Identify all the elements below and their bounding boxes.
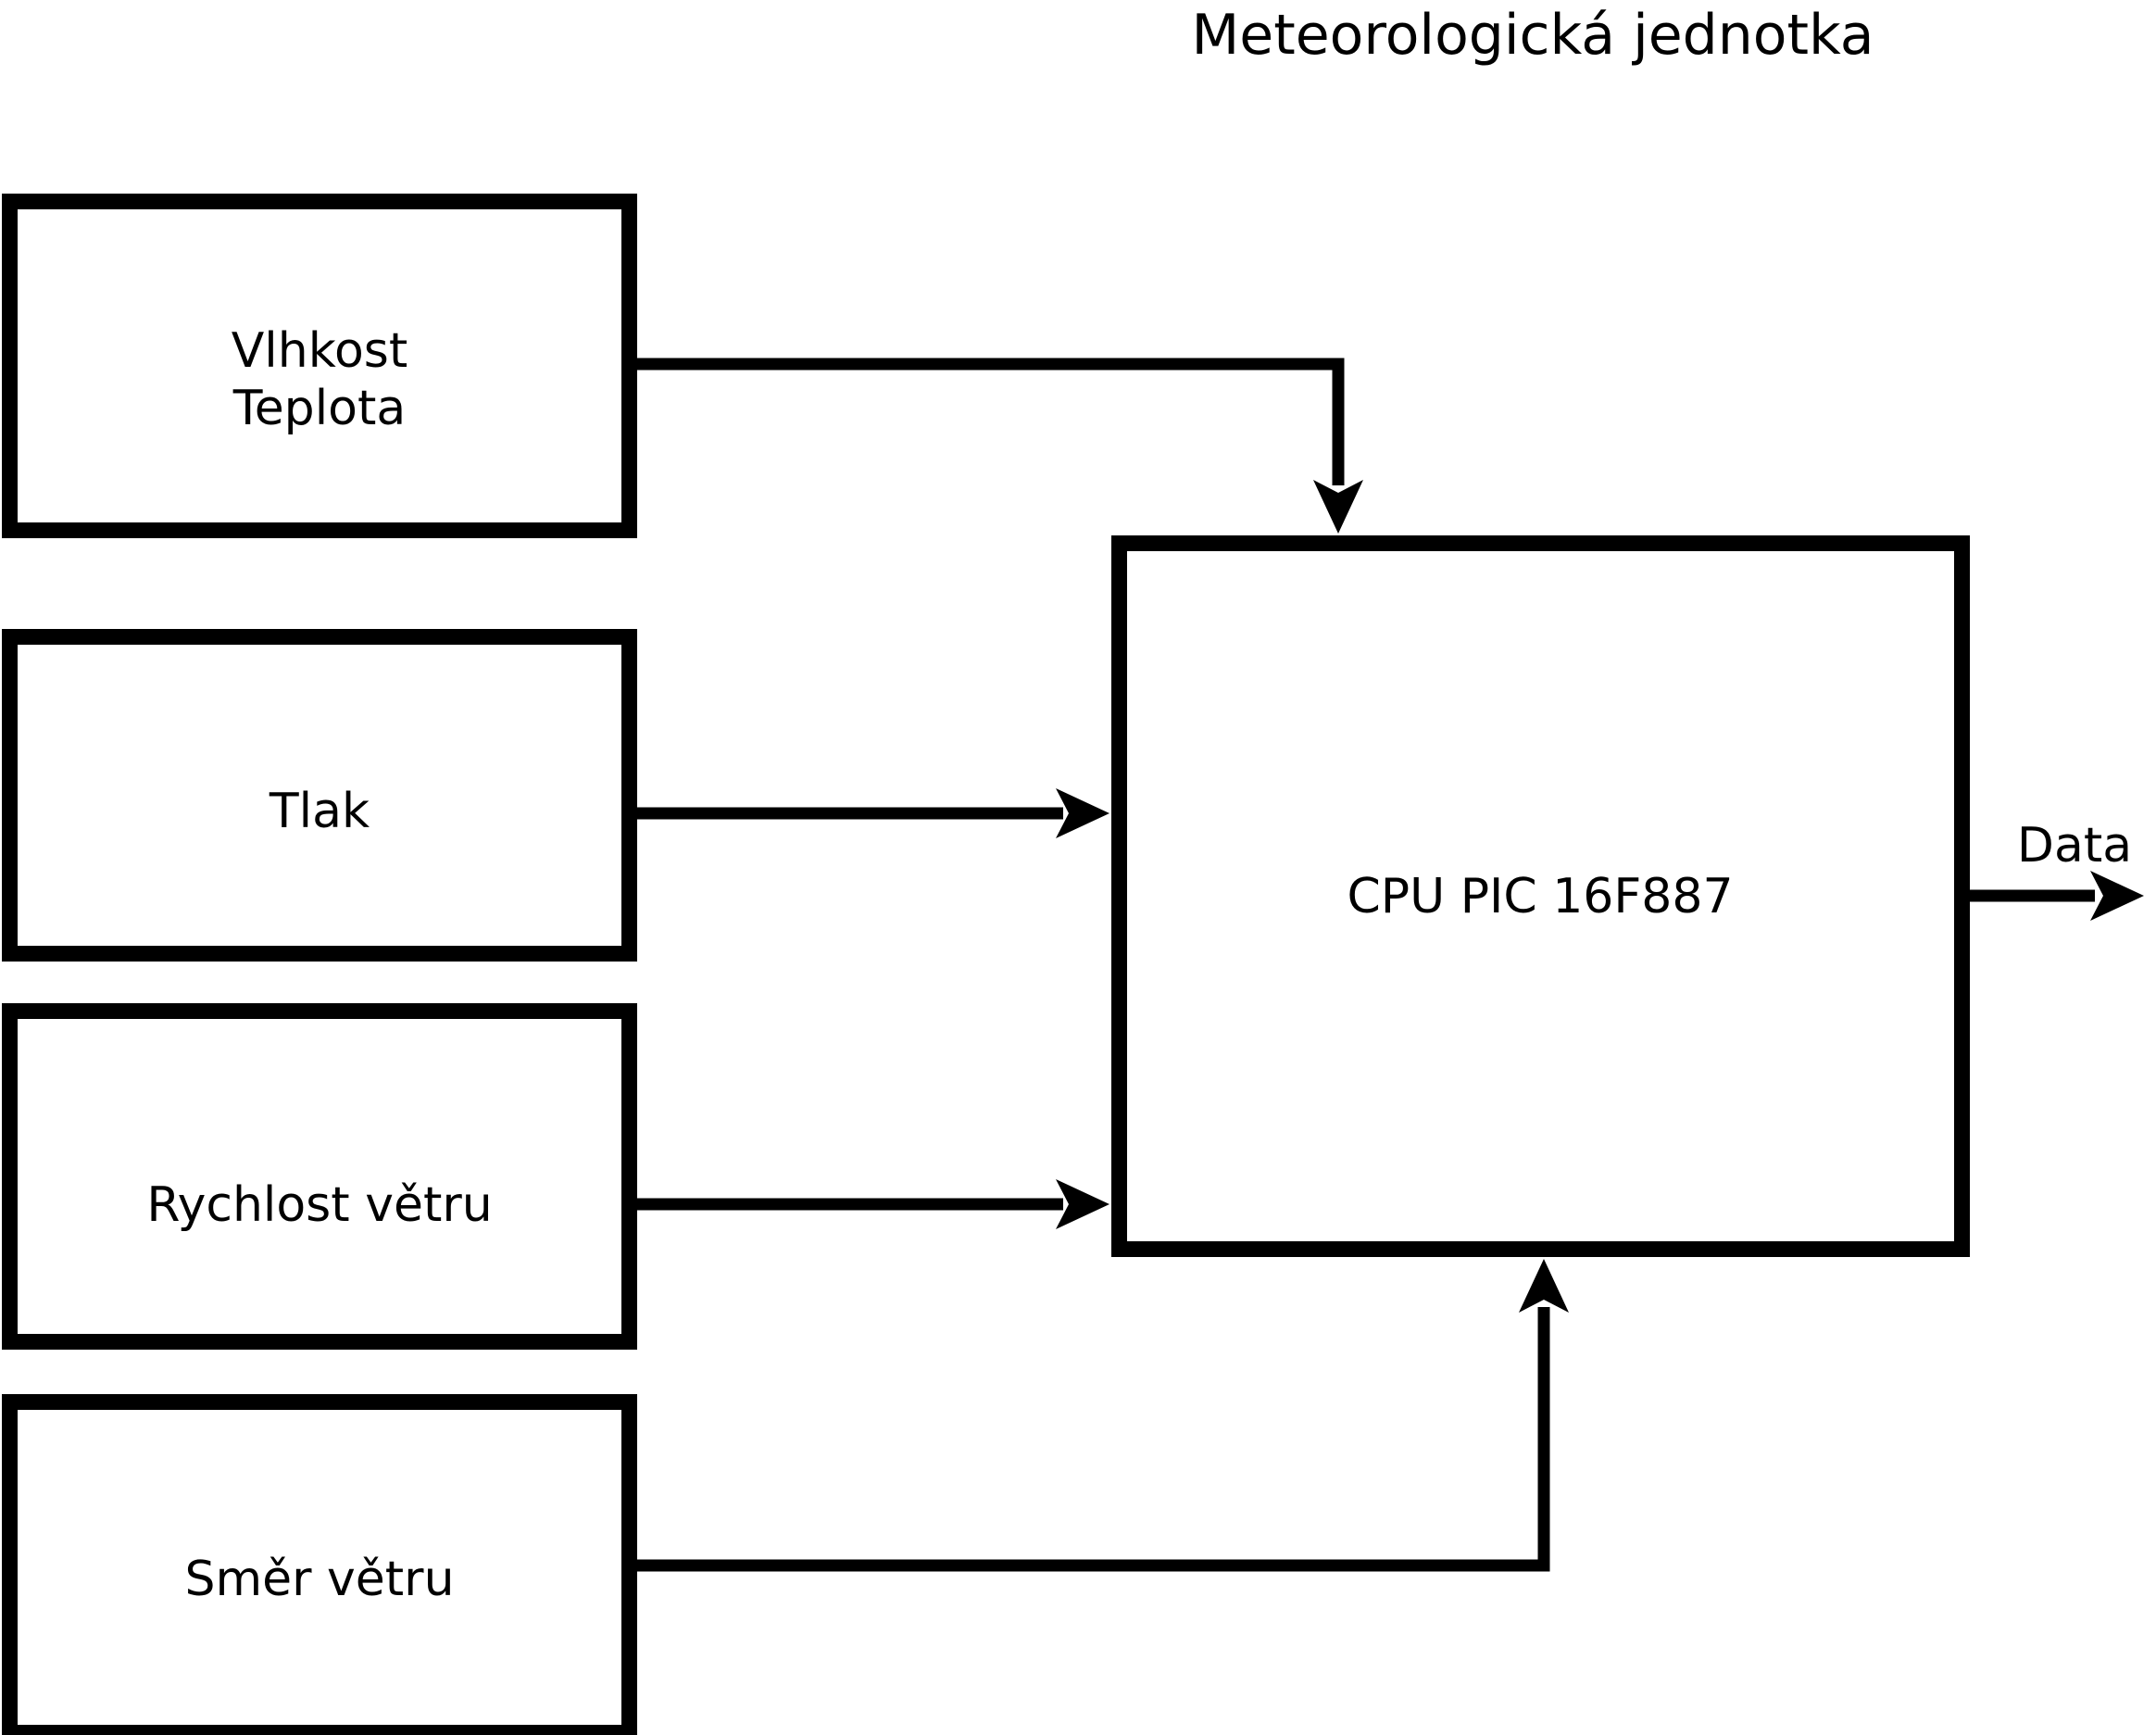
diagram-title: Meteorologická jednotka	[1192, 3, 1874, 68]
arrowhead-down-icon	[1313, 480, 1363, 534]
arrowhead-right-icon	[1056, 788, 1109, 838]
pressure-box	[2, 629, 637, 962]
arrowhead-up-icon	[1519, 1259, 1569, 1313]
connector-humidity-to-cpu	[637, 358, 1345, 485]
wind-speed-label: Rychlost větru	[146, 1177, 492, 1233]
arrowhead-right-icon	[1056, 1179, 1109, 1229]
cpu-box	[1111, 535, 1970, 1257]
data-output-label: Data	[2017, 818, 2132, 874]
temperature-label: Teplota	[232, 381, 406, 436]
humidity-temperature-box	[2, 194, 637, 538]
wind-direction-label: Směr větru	[184, 1552, 454, 1607]
pressure-label: Tlak	[269, 784, 370, 839]
wind-direction-box	[2, 1394, 637, 1735]
cpu-label: CPU PIC 16F887	[1347, 869, 1733, 924]
arrowhead-right-icon	[2090, 871, 2144, 921]
humidity-label: Vlhkost	[232, 323, 408, 379]
connector-wind-direction-to-cpu	[637, 1307, 1550, 1572]
wind-speed-box	[2, 1003, 637, 1350]
